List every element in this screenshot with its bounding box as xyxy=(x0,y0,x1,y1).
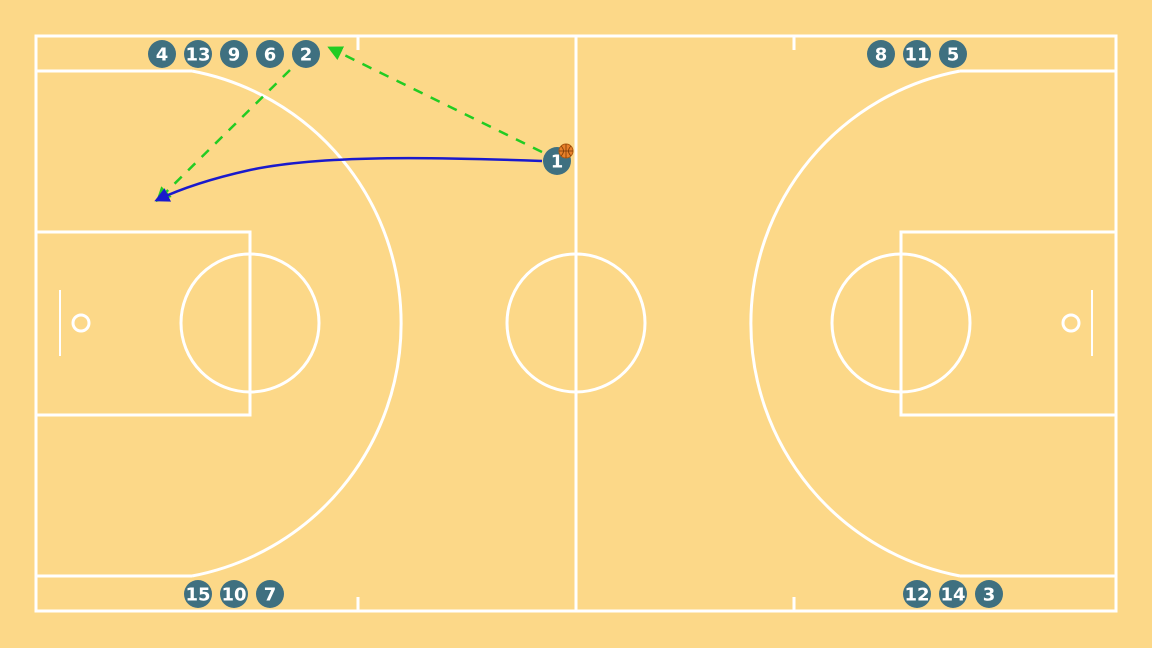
player-number: 13 xyxy=(185,45,210,66)
hoop-left xyxy=(71,313,91,333)
player-token xyxy=(903,580,931,608)
player-9: 9 xyxy=(220,40,248,68)
player-number: 1 xyxy=(551,152,564,173)
player-token xyxy=(220,580,248,608)
player-token xyxy=(256,40,284,68)
dribble-line-1 xyxy=(154,156,543,202)
player-15: 15 xyxy=(184,580,212,608)
player-10: 10 xyxy=(220,580,248,608)
free-throw-circle-right xyxy=(830,252,972,394)
player-token xyxy=(184,580,212,608)
player-number: 11 xyxy=(904,45,929,66)
player-2: 2 xyxy=(292,40,320,68)
basketball-icon xyxy=(558,143,574,159)
player-13: 13 xyxy=(184,40,212,68)
center-circle xyxy=(505,252,647,394)
free-throw-lane-left xyxy=(34,230,252,417)
player-number: 14 xyxy=(940,585,965,606)
player-number: 15 xyxy=(185,585,210,606)
three-point-arc-right xyxy=(749,69,961,578)
player-number: 10 xyxy=(221,585,246,606)
free-throw-circle-left xyxy=(179,252,321,394)
player-token xyxy=(975,580,1003,608)
player-number: 8 xyxy=(875,45,888,66)
free-throw-lane-right xyxy=(899,230,1118,417)
player-token xyxy=(292,40,320,68)
player-8: 8 xyxy=(867,40,895,68)
player-token xyxy=(148,40,176,68)
player-3: 3 xyxy=(975,580,1003,608)
hoop-right xyxy=(1061,313,1081,333)
pass-line-2-to-corner xyxy=(155,69,291,203)
player-11: 11 xyxy=(903,40,931,68)
left-half-court xyxy=(34,69,403,578)
player-token xyxy=(867,40,895,68)
player-token xyxy=(939,580,967,608)
player-token xyxy=(256,580,284,608)
play-actions xyxy=(154,46,543,203)
player-token xyxy=(939,40,967,68)
player-6: 6 xyxy=(256,40,284,68)
player-4: 4 xyxy=(148,40,176,68)
player-token xyxy=(903,40,931,68)
player-7: 7 xyxy=(256,580,284,608)
player-number: 9 xyxy=(228,45,241,66)
player-5: 5 xyxy=(939,40,967,68)
player-number: 3 xyxy=(983,585,996,606)
player-number: 7 xyxy=(264,585,277,606)
three-point-arc-left xyxy=(191,69,403,578)
player-number: 4 xyxy=(156,45,169,66)
player-number: 12 xyxy=(904,585,929,606)
right-half-court xyxy=(749,69,1118,578)
player-number: 6 xyxy=(264,45,277,66)
player-12: 12 xyxy=(903,580,931,608)
pass-line-1-to-2 xyxy=(327,46,543,154)
player-token xyxy=(184,40,212,68)
player-14: 14 xyxy=(939,580,967,608)
player-token xyxy=(220,40,248,68)
player-number: 5 xyxy=(947,45,960,66)
player-number: 2 xyxy=(300,45,313,66)
